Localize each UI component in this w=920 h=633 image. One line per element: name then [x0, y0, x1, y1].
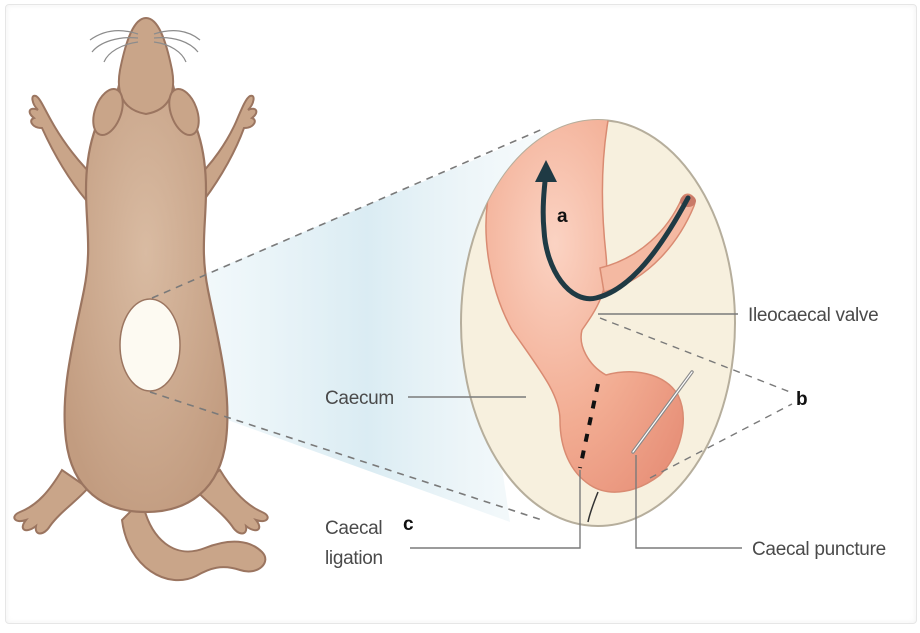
label-caecal-ligation-line2: ligation [325, 548, 383, 569]
label-c: c [403, 514, 414, 535]
abdominal-incision [120, 299, 180, 391]
label-caecal-ligation-line1: Caecal [325, 518, 382, 539]
label-a: a [557, 206, 568, 227]
label-b: b [796, 389, 808, 410]
mouse-head [119, 18, 173, 114]
label-caecal-puncture: Caecal puncture [752, 539, 886, 560]
mouse-left-hind-foot [14, 470, 88, 534]
label-caecum: Caecum [325, 388, 394, 409]
label-ileocaecal-valve: Ileocaecal valve [748, 305, 878, 326]
